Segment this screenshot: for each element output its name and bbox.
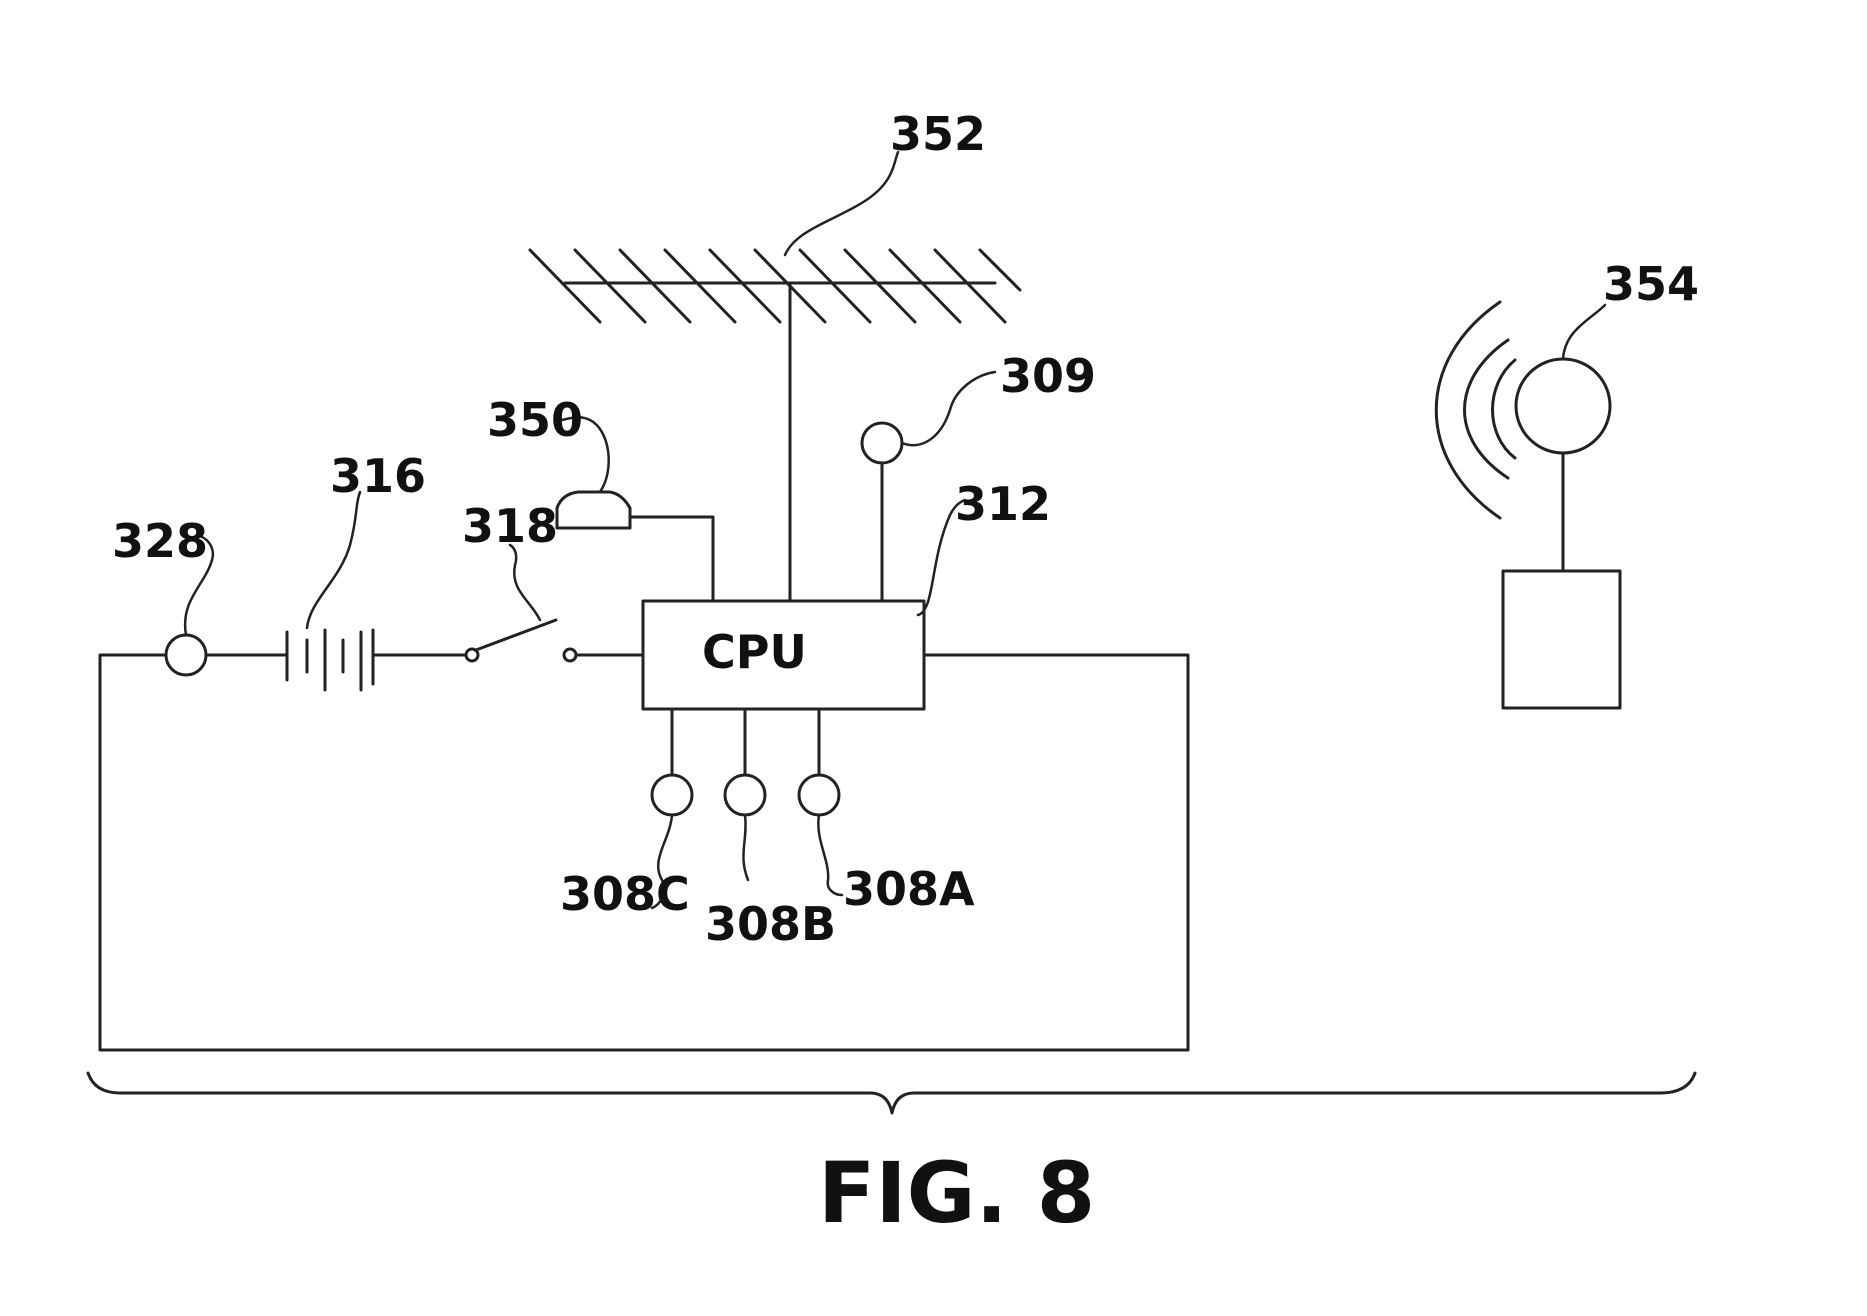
leader-308b [743, 815, 748, 880]
sensor-309-circle [862, 423, 902, 463]
switch-318-contact [564, 649, 576, 661]
signal-wave-icon [1436, 302, 1500, 518]
ceiling-hatch [530, 250, 600, 322]
label-308b: 308B [705, 897, 836, 951]
label-354: 354 [1603, 257, 1699, 311]
leader-316 [307, 492, 360, 628]
ceiling-hatch [710, 250, 780, 322]
ceiling-hatch [890, 250, 960, 322]
remote-354-box [1503, 571, 1620, 708]
label-316: 316 [330, 449, 426, 503]
remote-354-circle [1516, 359, 1610, 453]
ceiling-hatch [665, 250, 735, 322]
ceiling-hatch [800, 250, 870, 322]
label-309: 309 [1000, 349, 1096, 403]
label-328: 328 [112, 514, 208, 568]
outer-loop-wire [100, 655, 1188, 1050]
label-308a: 308A [843, 862, 975, 916]
sensor-308b-circle [725, 775, 765, 815]
battery-316 [287, 630, 373, 690]
ceiling-hatch [845, 250, 915, 322]
leader-354 [1563, 305, 1605, 359]
label-318: 318 [462, 499, 558, 553]
indicator-328-circle [166, 635, 206, 675]
signal-wave-icon [1465, 340, 1509, 478]
leader-352 [785, 152, 898, 255]
label-308c: 308C [560, 867, 690, 921]
leader-318 [510, 545, 540, 620]
ceiling-hatch [575, 250, 645, 322]
ceiling-hatch [620, 250, 690, 322]
switch-318-blade [476, 620, 556, 650]
leader-309 [902, 372, 995, 445]
ceiling-hatch [935, 250, 1005, 322]
signal-wave-icon [1493, 360, 1516, 458]
figure-brace [88, 1073, 1695, 1113]
label-312: 312 [955, 477, 1051, 531]
leader-308a [818, 815, 842, 895]
figure-caption: FIG. 8 [818, 1144, 1095, 1242]
ceiling-mount [530, 250, 1020, 322]
cpu-label: CPU [702, 625, 807, 679]
sensor-308a-circle [799, 775, 839, 815]
camera-350-wire [630, 517, 713, 601]
sensor-308c-circle [652, 775, 692, 815]
remote-unit-354 [1436, 302, 1620, 708]
label-352: 352 [890, 107, 986, 161]
camera-350-shape [557, 492, 630, 528]
label-350: 350 [487, 393, 583, 447]
